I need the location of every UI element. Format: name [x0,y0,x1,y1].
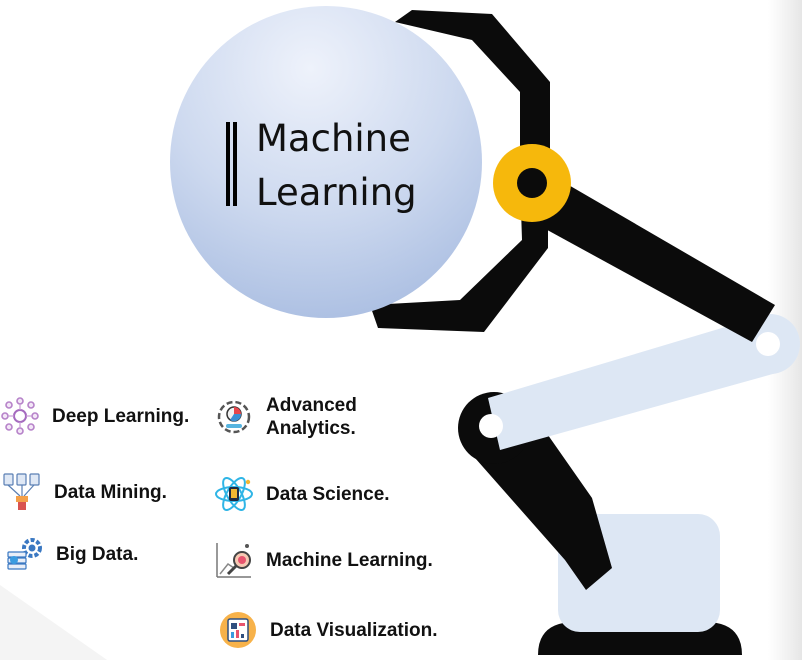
data-visualization-icon [220,612,256,648]
advanced-analytics-icon [217,400,251,434]
shoulder-bolt [756,332,780,356]
deep-learning-icon [1,397,39,435]
title-machine-learning: Machine Learning [256,112,417,220]
backdrop-diagonal [0,585,108,660]
forearm [540,180,775,342]
data-science-icon [215,477,253,511]
feature-label-5: Big Data. [56,543,139,565]
upper-claw [395,10,550,182]
title-bar-decoration [226,122,237,206]
feature-label-2b: Analytics. [266,418,356,439]
feature-label-3: Data Mining. [54,481,167,503]
title-line-2: Learning [256,171,417,214]
feature-data-visualization: Data Visualization. [218,610,438,650]
machine-learning-icon [216,543,251,578]
gripper-joint-core [517,168,547,198]
feature-big-data: Big Data. [4,534,138,574]
feature-machine-learning: Machine Learning. [214,540,433,580]
feature-data-science: Data Science. [214,474,390,514]
elbow-bolt [479,414,503,438]
lower-claw [370,178,548,332]
feature-label-2a: Advanced [266,395,357,416]
feature-label-1: Deep Learning. [52,405,190,427]
feature-deep-learning: Deep Learning. [0,396,189,436]
feature-data-mining: Data Mining. [2,472,167,512]
sphere [170,6,482,318]
feature-label-6: Machine Learning. [266,549,433,571]
feature-label-4: Data Science. [266,483,390,505]
feature-label-7: Data Visualization. [270,619,438,641]
data-mining-icon [3,473,40,510]
feature-advanced-analytics: Advanced Analytics. [214,394,357,440]
upper-arm [488,316,780,450]
big-data-icon [7,538,42,570]
title-line-1: Machine [256,117,411,160]
